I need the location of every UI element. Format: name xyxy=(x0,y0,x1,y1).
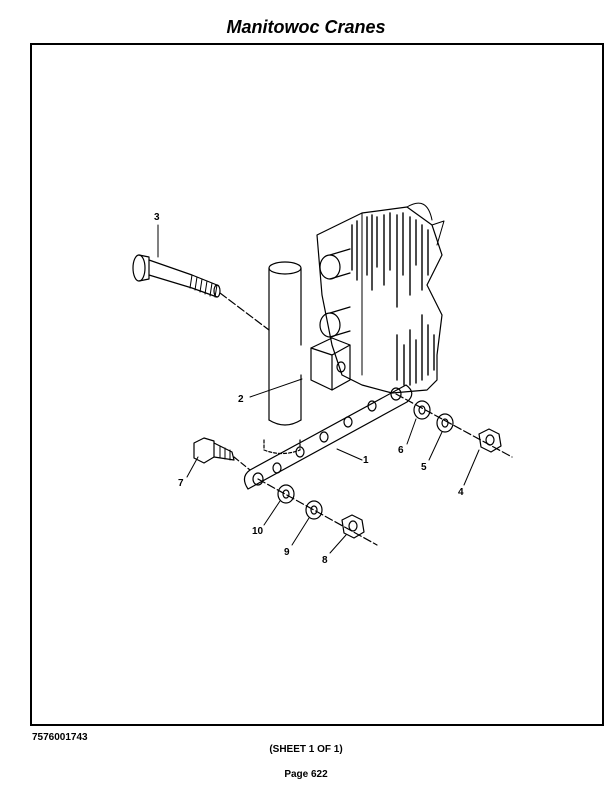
lower-washer-10 xyxy=(277,484,295,504)
exploded-parts-diagram: 3 2 1 4 5 6 7 8 9 10 xyxy=(132,202,513,566)
upper-nut-4 xyxy=(478,428,502,453)
pin-post xyxy=(263,261,302,455)
diagram-frame: 3 2 1 4 5 6 7 8 9 10 xyxy=(30,43,604,726)
callout-1: 1 xyxy=(363,455,369,466)
link-bar xyxy=(243,384,413,490)
callout-4: 4 xyxy=(458,487,464,498)
callout-6: 6 xyxy=(398,445,404,456)
upper-washer-5 xyxy=(436,413,454,433)
callout-10: 10 xyxy=(252,526,264,537)
callout-5: 5 xyxy=(421,462,427,473)
callout-8: 8 xyxy=(322,555,328,566)
lower-washer-9 xyxy=(305,500,323,520)
sheet-indicator: (SHEET 1 OF 1) xyxy=(269,744,343,755)
page-number: Page 622 xyxy=(284,769,328,780)
square-lug xyxy=(310,337,351,391)
upper-washer-6 xyxy=(413,400,431,420)
upper-cross-pin xyxy=(319,248,351,280)
page-header-title: Manitowoc Cranes xyxy=(226,17,386,37)
leader-lines xyxy=(157,224,480,554)
lower-nut-8 xyxy=(341,514,365,539)
callout-9: 9 xyxy=(284,547,290,558)
callout-7: 7 xyxy=(178,478,184,489)
short-bolt xyxy=(193,437,251,471)
mounting-block xyxy=(316,202,445,394)
lower-axis-line xyxy=(257,478,378,546)
drawing-number: 7576001743 xyxy=(32,732,88,743)
callout-3: 3 xyxy=(154,212,160,223)
long-bolt xyxy=(132,254,270,331)
callout-2: 2 xyxy=(238,394,244,405)
middle-cross-pin xyxy=(319,306,351,338)
